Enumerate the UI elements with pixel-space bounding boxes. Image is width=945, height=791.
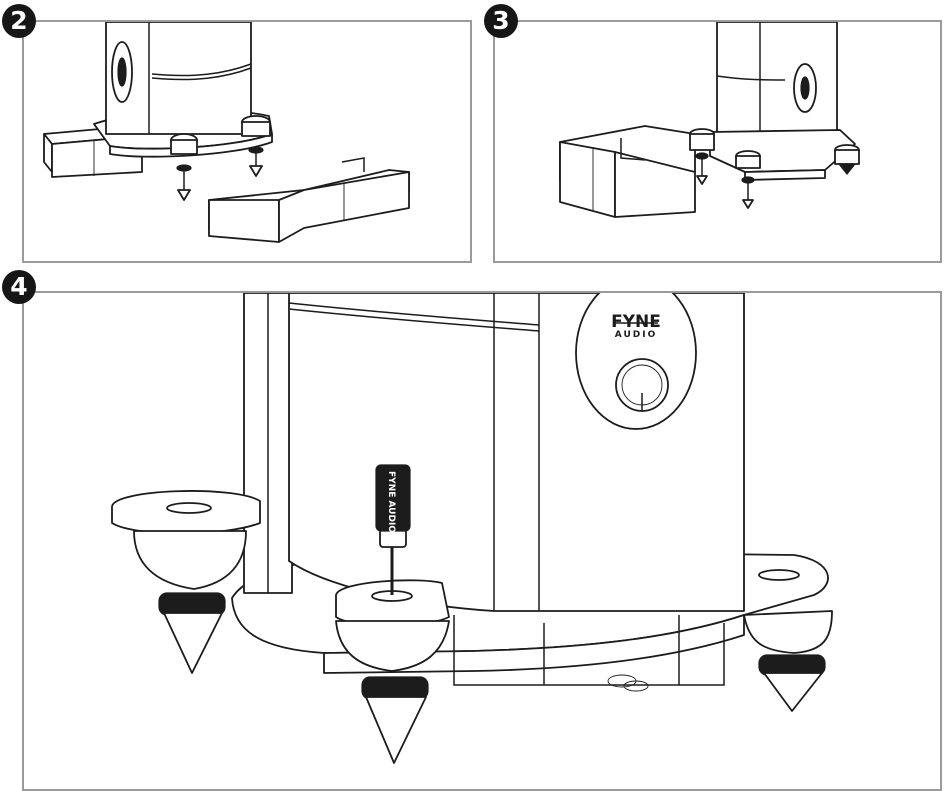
back-pillar bbox=[243, 293, 293, 594]
front-badge bbox=[575, 293, 697, 430]
spike-foot-right bbox=[834, 144, 860, 175]
step-3-panel bbox=[493, 20, 942, 263]
speaker-tower bbox=[105, 22, 252, 135]
screwdriver-handle-text: FYNE AUDIO bbox=[386, 471, 396, 533]
base-logo bbox=[607, 674, 649, 692]
speaker-tower bbox=[716, 22, 838, 151]
spike-foot-left bbox=[689, 128, 715, 185]
spike-foot-left bbox=[111, 490, 261, 674]
step-4-illustration: FYNE AUDIO F bbox=[111, 293, 833, 764]
step-4-panel: FYNE AUDIO F bbox=[22, 291, 942, 791]
step-3-badge: 3 bbox=[484, 4, 518, 38]
spike-foot-front bbox=[335, 579, 450, 764]
spike-foot-right bbox=[241, 115, 271, 177]
badge-brand-line1: FYNE bbox=[611, 312, 661, 332]
spike-foot-front bbox=[735, 150, 761, 209]
badge-brand-line2: AUDIO bbox=[615, 330, 657, 340]
left-foam-block bbox=[559, 125, 696, 218]
right-foam-block bbox=[208, 157, 410, 243]
step-2-panel bbox=[22, 20, 472, 263]
spike-foot-front bbox=[170, 133, 198, 201]
step-2-badge: 2 bbox=[2, 4, 36, 38]
step-3-illustration bbox=[559, 22, 860, 218]
spike-foot-right bbox=[743, 569, 833, 712]
step-2-illustration bbox=[43, 22, 410, 243]
step-4-badge: 4 bbox=[2, 270, 36, 304]
screwdriver bbox=[375, 464, 411, 595]
base-plinth bbox=[709, 129, 856, 181]
